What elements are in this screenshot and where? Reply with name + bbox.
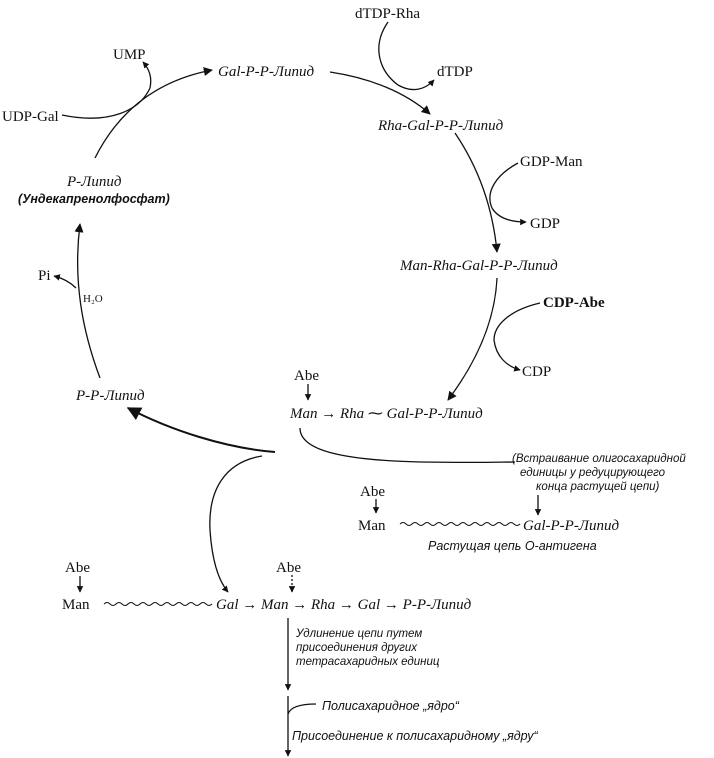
arc-junction-to-pplipid [126,407,276,453]
growing-chain-label: Растущая цепь О-антигена [428,539,597,553]
wavy-man3-gal [103,602,213,606]
udp-gal-label: UDP-Gal [2,109,59,125]
pi-output-curve [53,274,77,289]
gdp-man-input-curve [489,162,519,209]
junction-to-bottom-gal-curve [209,455,263,593]
attach-core-label: Присоединение к полисахаридному „ядру“ [292,729,538,743]
p-lipid-label: P-Липид [66,174,122,190]
note-insert-line3: конца растущей цепи) [536,481,660,493]
bottom-chain-label: Gal → Man → Rha → Gal → P-P-Липид [216,597,472,613]
rha-gal-pp-lipid-label: Rha-Gal-P-P-Липид [377,118,504,134]
arc-pplipid-to-plipid [74,223,101,379]
arc-rha-to-man [454,132,501,253]
cdp-abe-label: CDP-Abe [543,295,605,311]
note-insert-line2: единицы у редуцирующего [520,467,666,479]
insert-connector-curve [299,427,516,464]
gdp-label: GDP [530,216,560,232]
abe1-label: Abe [294,368,319,384]
ump-label: UMP [113,47,146,63]
man-rha-gal-row-label: Man → Rha ⁓ Gal-P-P-Липид [289,406,483,422]
gdp-output-curve [491,207,527,226]
dtdp-rha-input-curve [378,21,399,86]
note-elong-line3: тетрасахаридных единиц [296,656,440,668]
abe4-label: Abe [276,560,301,576]
abe3-label: Abe [65,560,90,576]
udp-gal-input-curve [61,87,151,119]
note-elong-line2: присоединения других [296,642,418,654]
man3-label: Man [62,597,90,613]
ump-output-curve [142,61,152,89]
core-branch-curve [287,703,317,715]
dtdp-output-curve [397,79,435,91]
arc-gal-to-rha [329,71,431,115]
undecaprenol-label: (Ундекапренолфосфат) [18,192,170,206]
cdp-abe-input-curve [493,302,541,341]
pi-label: Pi [38,268,51,284]
core-label: Полисахаридное „ядро“ [322,699,460,713]
note-elong-line1: Удлинение цепи путем [295,628,422,640]
gal-pp-lipid-label: Gal-P-P-Липид [218,64,314,80]
dtdp-rha-label: dTDP-Rha [355,6,420,22]
dtdp-label: dTDP [437,64,473,80]
arc-plipid-to-gal [94,67,213,159]
gdp-man-label: GDP-Man [520,154,583,170]
gal-pp-lipid2-label: Gal-P-P-Липид [523,518,619,534]
arc-man-to-abe [447,277,498,401]
cdp-label: CDP [522,364,551,380]
man2-label: Man [358,518,386,534]
note-insert-line1: (Встраивание олигосахаридной [512,453,686,465]
h2o-label: H₂O [83,293,103,305]
pp-lipid-label: P-P-Липид [75,388,145,404]
abe2-label: Abe [360,484,385,500]
man-rha-gal-pp-lipid-label: Man-Rha-Gal-P-P-Липид [399,258,558,274]
cdp-output-curve [493,339,521,372]
wavy-man2-gal [399,522,521,526]
